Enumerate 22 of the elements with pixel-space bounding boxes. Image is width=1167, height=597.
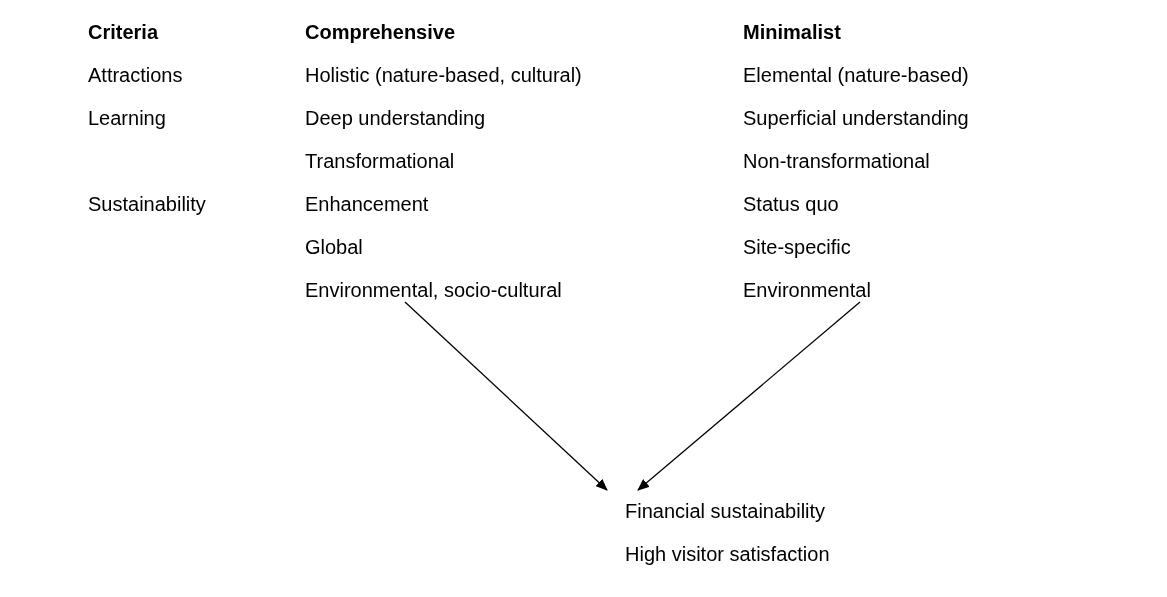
table-cell: Transformational	[305, 149, 455, 173]
table-cell: Holistic (nature-based, cultural)	[305, 63, 582, 87]
column-header: Minimalist	[743, 20, 841, 44]
table-cell: Superficial understanding	[743, 106, 969, 130]
table-cell: Elemental (nature-based)	[743, 63, 969, 87]
table-cell: Environmental, socio-cultural	[305, 278, 562, 302]
outcome-text: High visitor satisfaction	[625, 542, 830, 567]
column-header: Comprehensive	[305, 20, 456, 44]
column-header: Criteria	[88, 20, 159, 44]
table-cell: Environmental	[743, 278, 871, 302]
table-cell: Site-specific	[743, 235, 851, 259]
row-label: Sustainability	[88, 192, 206, 216]
table-cell: Global	[305, 235, 363, 259]
table-cell: Enhancement	[305, 192, 429, 216]
table-cell: Deep understanding	[305, 106, 486, 130]
arrow	[404, 301, 608, 491]
outcome-text: Financial sustainability	[625, 499, 827, 524]
row-label: Learning	[88, 106, 166, 130]
arrow	[637, 301, 861, 491]
table-cell: Status quo	[743, 192, 839, 216]
row-label: Attractions	[88, 63, 183, 87]
table-cell: Non-transformational	[743, 149, 930, 173]
